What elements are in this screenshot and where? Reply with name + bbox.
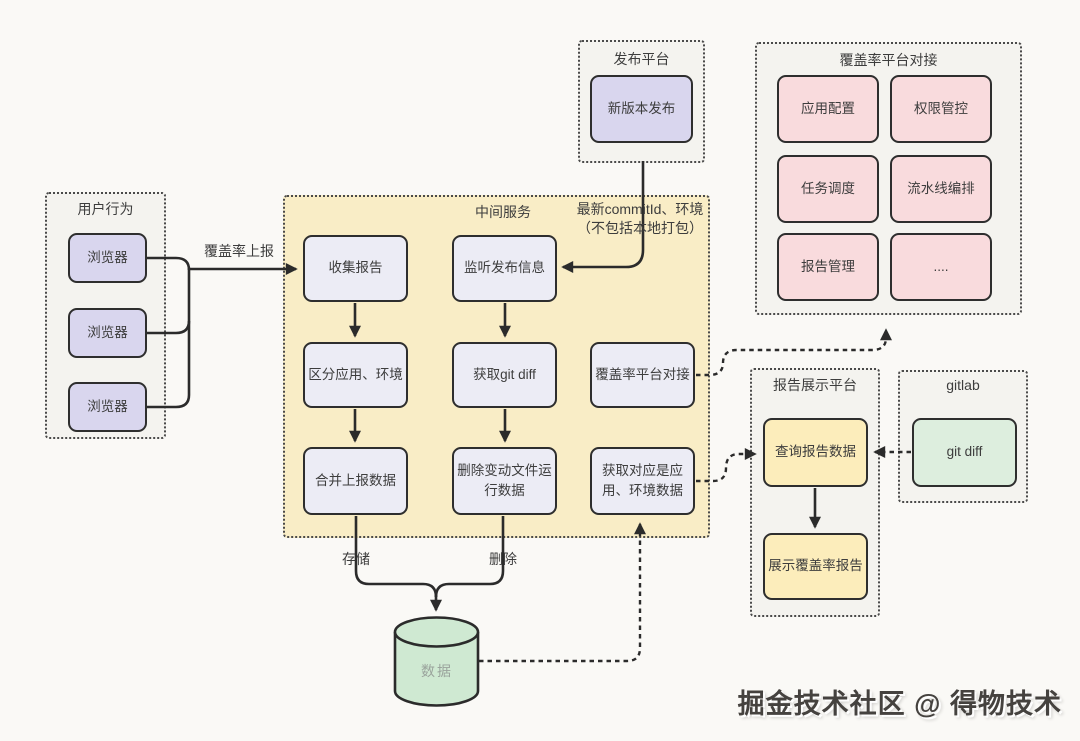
browser-box: 浏览器: [68, 308, 147, 358]
get-app-env-data-box: 获取对应是应用、环境数据: [590, 447, 695, 515]
pipeline-orchestration-box: 流水线编排: [890, 155, 992, 223]
browser-box: 浏览器: [68, 233, 147, 283]
task-schedule-box: 任务调度: [777, 155, 879, 223]
database-label: 数据: [421, 663, 453, 679]
new-version-release-box: 新版本发布: [590, 75, 693, 143]
listen-release-box: 监听发布信息: [452, 235, 557, 302]
gitlab-zone-label: gitlab: [946, 377, 980, 393]
release-platform-zone-label: 发布平台: [613, 51, 670, 67]
distinguish-app-env-box: 区分应用、环境: [303, 342, 408, 408]
merge-report-data-box: 合并上报数据: [303, 447, 408, 515]
collect-report-box: 收集报告: [303, 235, 408, 302]
browser-box: 浏览器: [68, 382, 147, 432]
query-report-data-box: 查询报告数据: [763, 418, 868, 487]
user-behavior-zone-label: 用户行为: [77, 201, 134, 217]
more-box: ....: [890, 233, 992, 301]
coverage-platform-zone-label: 覆盖率平台对接: [839, 52, 938, 68]
git-diff-box: git diff: [912, 418, 1017, 487]
coverage-report-label: 覆盖率上报: [204, 243, 274, 259]
coverage-connect-box: 覆盖率平台对接: [590, 342, 695, 408]
delete-changed-files-box: 删除变动文件运行数据: [452, 447, 557, 515]
get-git-diff-box: 获取git diff: [452, 342, 557, 408]
report-manage-box: 报告管理: [777, 233, 879, 301]
browser-merge-lines: [147, 256, 298, 409]
commit-note-line1: 最新commitId、环境: [576, 201, 704, 217]
commit-note: 最新commitId、环境 （不包括本地打包）: [570, 200, 710, 238]
db-to-getenv-dashed-arrow: [479, 522, 646, 663]
store-label: 存储: [342, 551, 370, 567]
delete-label: 删除: [489, 551, 517, 567]
show-coverage-report-box: 展示覆盖率报告: [763, 533, 868, 600]
permission-control-box: 权限管控: [890, 75, 992, 143]
commit-note-line2: （不包括本地打包）: [577, 220, 703, 236]
middle-service-zone-label: 中间服务: [475, 204, 531, 220]
report-display-zone-label: 报告展示平台: [773, 377, 857, 393]
watermark-text: 掘金技术社区 @ 得物技术: [737, 689, 1062, 719]
app-config-box: 应用配置: [777, 75, 879, 143]
